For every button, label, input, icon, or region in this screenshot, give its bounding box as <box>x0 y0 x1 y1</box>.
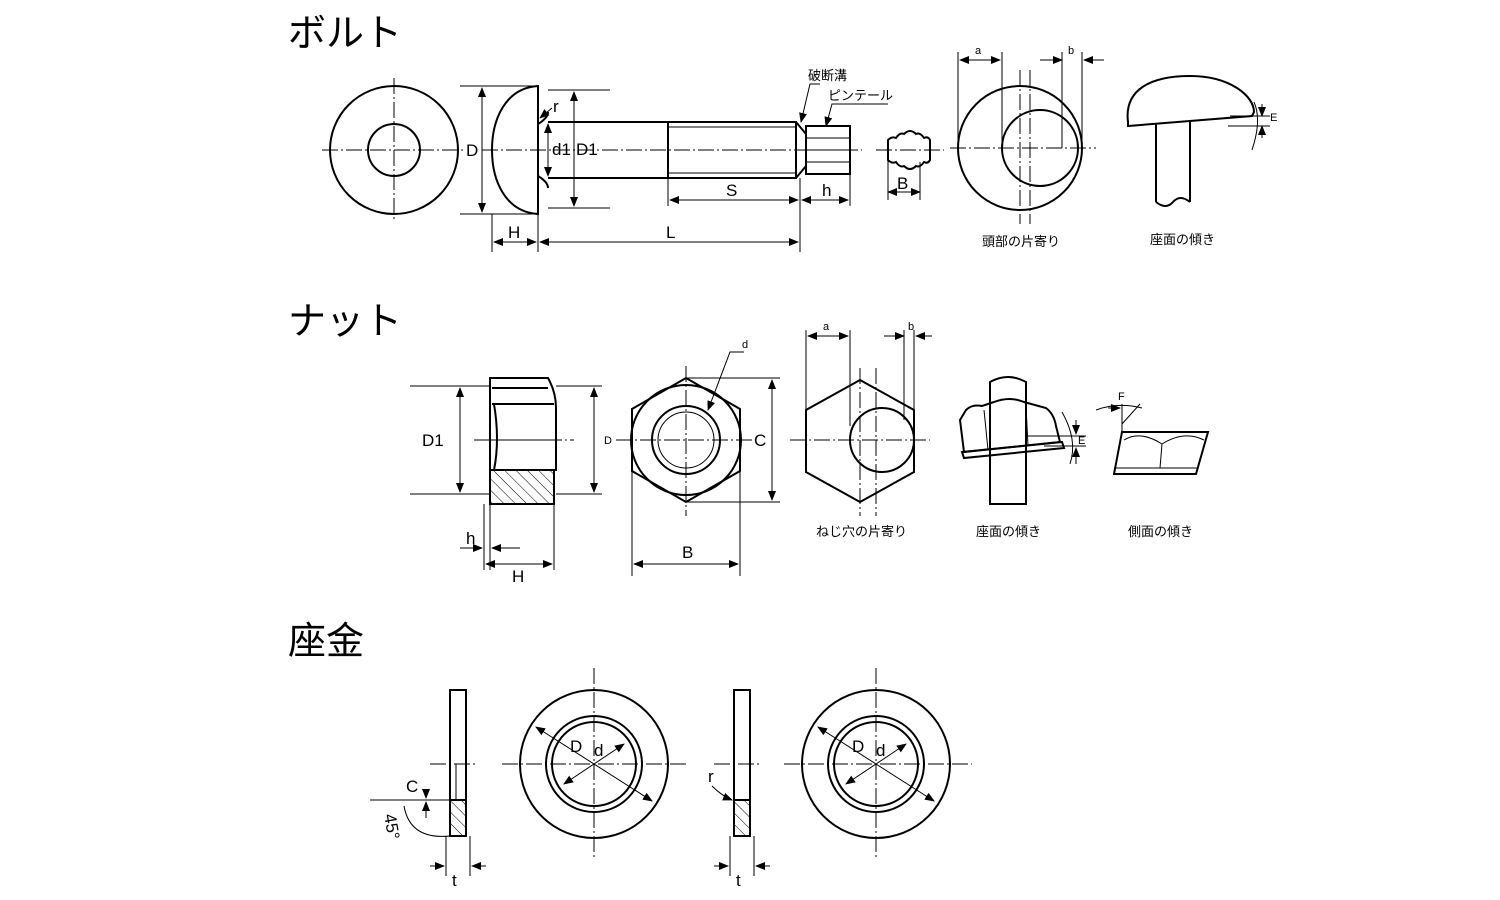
nut-caption-side-tilt: 側面の傾き <box>1128 525 1193 540</box>
nut-hole-offset-view <box>790 330 932 516</box>
bolt-label-h: h <box>822 181 831 200</box>
bolt-callout-pintail: ピンテール <box>828 89 893 104</box>
nut-label-B: B <box>682 543 693 562</box>
nut-seat-tilt-view <box>958 376 1086 505</box>
bolt-label-r: r <box>553 97 559 116</box>
nut-side-view <box>410 377 602 570</box>
washer1-label-t: t <box>452 871 457 890</box>
washer2-label-d: d <box>876 741 885 760</box>
bolt-label-H: H <box>508 223 520 242</box>
nut-label-h: h <box>466 529 475 548</box>
washer2-label-D: D <box>852 737 864 756</box>
bolt-caption-head-offset: 頭部の片寄り <box>982 234 1060 250</box>
washer2-front-view <box>784 668 972 860</box>
bolt-pintail-section <box>876 130 944 200</box>
nut-caption-hole-offset: ねじ穴の片寄り <box>816 524 907 540</box>
bolt-label-E: E <box>1270 112 1277 124</box>
washer1-side-view <box>370 689 486 876</box>
washer2-label-r: r <box>708 767 714 786</box>
bolt-callout-groove: 破断溝 <box>808 69 847 84</box>
bolt-side-view <box>460 83 888 252</box>
section-title-washer: 座金 <box>288 619 364 663</box>
bolt-label-D1: D1 <box>576 140 598 159</box>
bolt-label-b: b <box>1068 45 1074 57</box>
nut-front-view <box>616 351 780 576</box>
washer1-label-C: C <box>406 777 418 796</box>
bolt-label-S: S <box>726 181 737 200</box>
nut-label-D1: D1 <box>422 431 444 450</box>
nut-label-H: H <box>512 567 524 586</box>
section-title-nut: ナット <box>288 299 402 343</box>
washer-drawing: C 45° t D d r t <box>370 668 972 890</box>
bolt-drawing: D r d1 D1 S h H L 破断溝 ピンテール B <box>322 45 1277 252</box>
bolt-label-D: D <box>466 141 478 160</box>
nut-label-F: F <box>1118 391 1125 403</box>
bolt-label-L: L <box>666 223 675 242</box>
nut-drawing: D1 D h H d C B <box>410 321 1210 586</box>
washer1-front-view <box>502 668 688 860</box>
washer2-label-t: t <box>736 871 741 890</box>
nut-label-C: C <box>754 431 766 450</box>
bolt-seat-tilt-view <box>1126 74 1270 207</box>
nut-side-tilt-view <box>1095 403 1210 475</box>
section-title-bolt: ボルト <box>288 11 402 55</box>
washer1-label-D: D <box>570 737 582 756</box>
bolt-head-offset-view <box>950 52 1104 224</box>
nut-caption-seat-tilt: 座面の傾き <box>976 525 1041 540</box>
nut-label-E: E <box>1078 435 1085 447</box>
bolt-label-d1: d1 <box>552 140 571 159</box>
bolt-label-B: B <box>897 174 908 193</box>
bolt-caption-seat-tilt: 座面の傾き <box>1150 233 1215 248</box>
washer1-label-45: 45° <box>380 812 403 841</box>
nut-label-a: a <box>823 321 830 333</box>
bolt-label-a: a <box>975 45 982 57</box>
nut-label-D: D <box>604 435 612 447</box>
nut-label-b: b <box>908 321 914 333</box>
bolt-end-view <box>322 78 466 222</box>
washer2-side-view <box>711 689 770 876</box>
washer1-label-d: d <box>594 741 603 760</box>
nut-label-d: d <box>742 339 748 351</box>
